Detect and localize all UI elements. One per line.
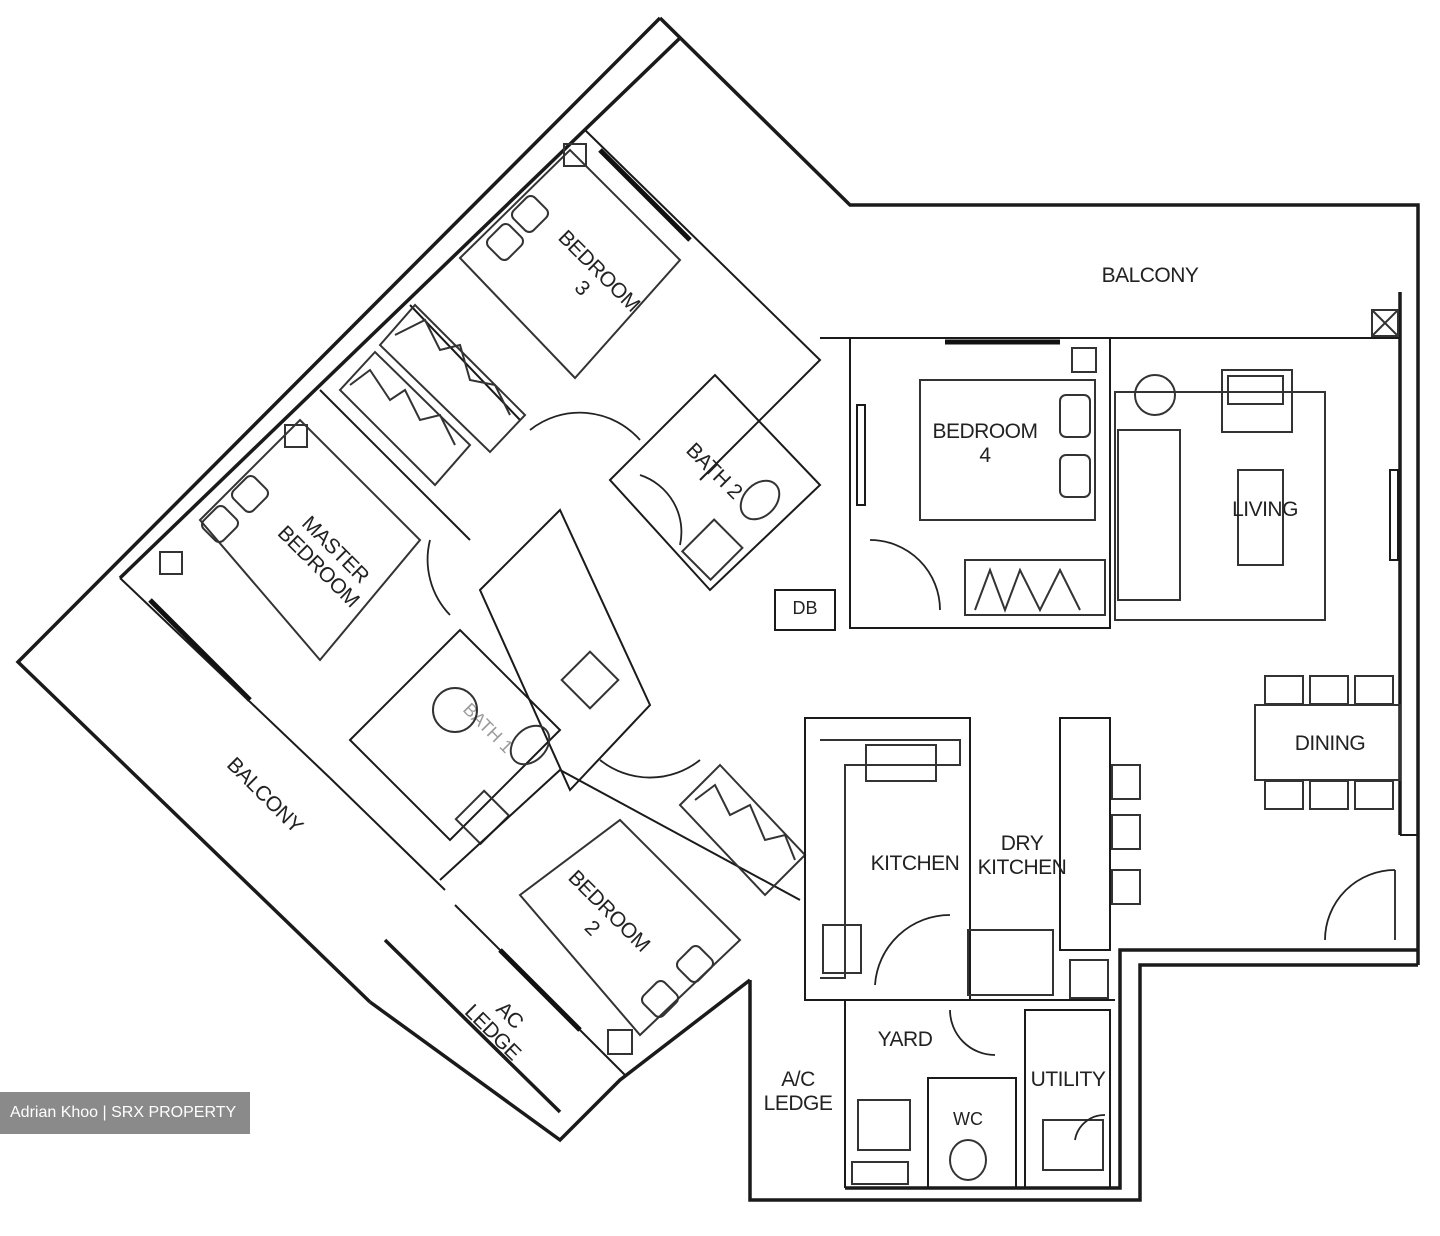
living-area: [1114, 369, 1399, 621]
label-bedroom-4-num: 4: [979, 444, 991, 467]
db-cabinet: [774, 589, 836, 631]
room-labels: BALCONY BEDROOM 3 BATH 2 BEDROOM 4 LIVIN…: [222, 226, 1365, 1129]
bath-2: [608, 373, 822, 592]
bedroom-2: [439, 763, 807, 1076]
label-bedroom-3: BEDROOM: [554, 226, 645, 317]
label-utility: UTILITY: [1031, 1068, 1106, 1091]
watermark-banner: Adrian Khoo | SRX PROPERTY: [0, 1092, 250, 1134]
label-dry-kitchen: DRY: [1001, 832, 1044, 855]
label-wc: WC: [953, 1109, 983, 1129]
label-dining: DINING: [1295, 732, 1366, 755]
label-ac-ledge-right-2: LEDGE: [764, 1092, 833, 1115]
service-area: [844, 999, 1115, 1189]
entrance: [1324, 869, 1396, 941]
label-yard: YARD: [878, 1028, 933, 1051]
label-bedroom-2: BEDROOM: [564, 866, 655, 957]
label-bedroom-2-num: 2: [580, 916, 604, 940]
bedroom-3: [378, 129, 822, 481]
outer-walls: [15, 16, 1420, 1202]
label-dry-kitchen-2: KITCHEN: [978, 856, 1067, 879]
label-bedroom-3-num: 3: [570, 276, 594, 300]
dining-area: [1254, 675, 1401, 810]
label-balcony-top: BALCONY: [1102, 264, 1199, 287]
label-ac-ledge-right: A/C: [781, 1068, 815, 1091]
master-bedroom: [119, 350, 472, 779]
corridor: [426, 411, 701, 792]
kitchen: [804, 717, 971, 1001]
label-living: LIVING: [1232, 498, 1298, 521]
label-balcony-left: BALCONY: [222, 753, 307, 838]
label-bedroom-4: BEDROOM: [932, 420, 1037, 443]
label-db: DB: [792, 598, 817, 618]
label-bath-2: BATH 2: [681, 439, 746, 504]
master-bath: [348, 628, 620, 846]
dry-kitchen: [967, 717, 1141, 999]
label-kitchen: KITCHEN: [871, 852, 960, 875]
bedroom-4: [849, 337, 1111, 629]
balcony-top: [820, 309, 1400, 339]
balcony-left: [329, 777, 446, 891]
